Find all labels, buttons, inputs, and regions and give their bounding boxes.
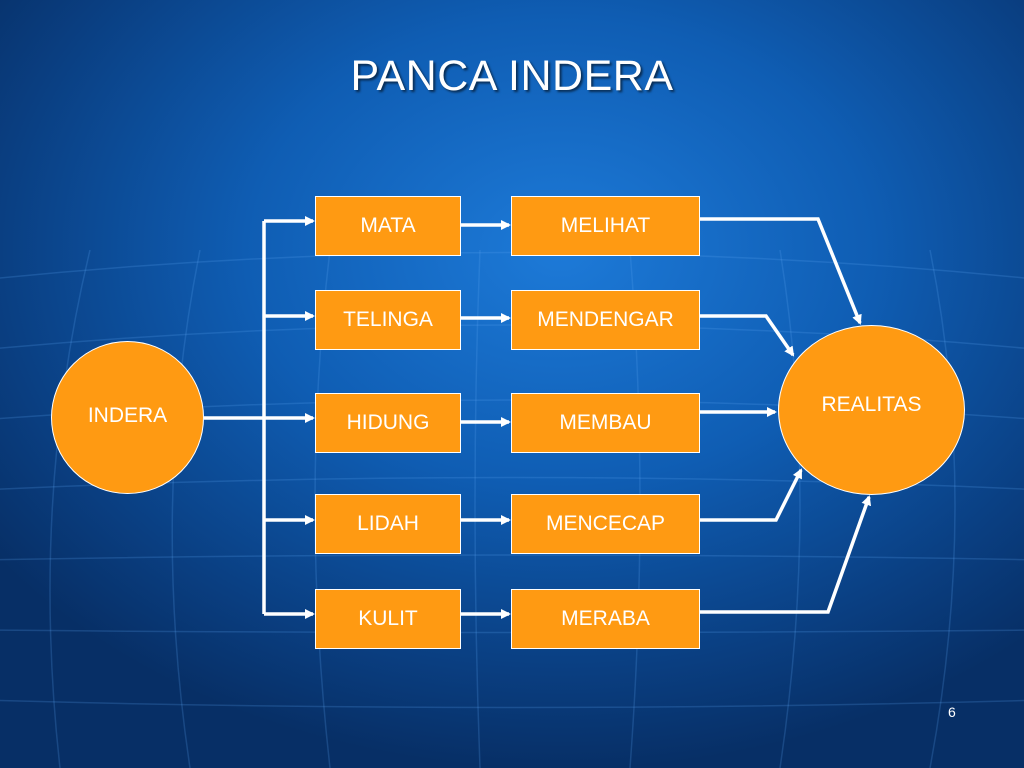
arrow-meraba-realitas [700,495,872,614]
sense-box-mendengar: MENDENGAR [511,290,700,350]
sense-box-membau: MEMBAU [511,393,700,453]
arrow-mencecap-realitas [700,468,803,522]
organ-box-telinga: TELINGA [315,290,461,350]
organ-box-mata: MATA [315,196,461,256]
page-title: PANCA INDERA [350,52,674,100]
realitas-node: REALITAS [778,325,965,495]
indera-node: INDERA [51,341,204,494]
sense-box-meraba: MERABA [511,589,700,649]
organ-box-lidah: LIDAH [315,494,461,554]
sense-box-melihat: MELIHAT [511,196,700,256]
arrow-melihat-realitas [700,217,862,325]
page-number: 6 [948,704,956,720]
arrow-mendengar-realitas [700,314,795,357]
organ-box-hidung: HIDUNG [315,393,461,453]
organ-box-kulit: KULIT [315,589,461,649]
sense-box-mencecap: MENCECAP [511,494,700,554]
